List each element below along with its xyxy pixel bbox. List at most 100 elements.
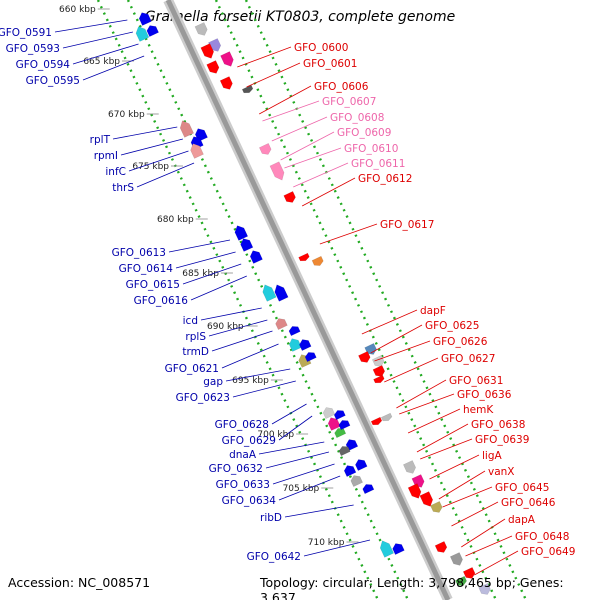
forward-gene-27 [350,475,363,487]
right-leader-line [420,438,473,460]
forward-gene-0 [138,12,152,26]
left-leader-line [168,239,231,253]
right-gene-label: GFO_0636 [457,389,512,401]
forward-gene-14 [288,338,302,352]
left-gene-label: rpmI [94,150,118,162]
backbone [165,0,451,600]
left-gene-label: GFO_0614 [119,263,174,275]
reverse-gene-18 [380,412,393,422]
right-gene-label: GFO_0626 [433,336,488,348]
left-gene-label: GFO_0628 [215,419,269,431]
reverse-gene-2 [220,51,234,67]
kbp-tick-label: 680 kbp [157,215,194,225]
right-leader-line [319,223,378,245]
right-leader-line [429,454,480,480]
forward-gene-17 [304,352,317,363]
kbp-tick-label: 700 kbp [257,430,294,440]
left-leader-line [136,162,195,188]
reverse-gene-26 [462,567,476,579]
reverse-gene-15 [358,351,371,363]
right-gene-label: ligA [482,450,502,462]
forward-gene-11 [274,284,289,302]
right-leader-line [438,470,486,500]
forward-gene-15 [299,339,312,351]
forward-gene-24 [338,446,351,457]
right-leader-line [361,309,418,335]
left-gene-label: GFO_0632 [209,463,263,475]
topology-label: Topology: circular; Length: 3,798,465 bp… [260,575,564,600]
reverse-gene-9 [283,191,296,203]
left-leader-line [190,275,247,301]
forward-gene-30 [392,543,405,555]
left-leader-line [278,415,313,441]
forward-gene-13 [288,326,301,337]
left-leader-line [62,31,134,49]
forward-gene-25 [355,459,368,471]
left-leader-line [284,504,354,518]
forward-gene-6 [190,143,204,159]
reverse-gene-16 [373,374,385,384]
forward-gene-8 [240,238,254,252]
right-gene-label: GFO_0601 [303,58,357,70]
right-leader-line [451,501,499,527]
forward-gene-29 [379,540,394,558]
left-gene-label: rplS [185,331,206,343]
right-leader-line [374,340,431,362]
right-gene-label: vanX [488,466,515,478]
right-gene-label: GFO_0638 [471,419,525,431]
left-leader-line [200,307,262,321]
kbp-tick-label: 660 kbp [59,5,96,15]
left-gene-label: thrS [112,182,134,194]
right-gene-label: GFO_0610 [344,143,398,155]
forward-gene-2 [146,25,159,37]
reverse-gene-23 [430,501,443,513]
reverse-gene-17 [370,416,383,426]
right-gene-label: GFO_0627 [441,353,495,365]
reverse-gene-21 [407,483,422,499]
right-leader-line [293,162,349,188]
reverse-gene-7 [259,143,272,155]
left-gene-label: trmD [182,346,209,358]
left-gene-label: gap [203,376,223,388]
left-leader-line [232,380,296,398]
forward-gene-19 [327,417,341,431]
forward-gene-7 [234,225,249,241]
reverse-gene-25 [449,552,463,566]
left-gene-label: GFO_0613 [112,247,166,259]
reverse-gene-8 [269,161,285,181]
kbp-tick-label: 695 kbp [232,376,269,386]
right-gene-label: hemK [463,404,494,416]
left-gene-label: GFO_0633 [216,479,270,491]
left-gene-label: GFO_0642 [247,551,301,563]
track-line-3 [244,0,528,600]
left-gene-label: GFO_0615 [126,279,180,291]
right-leader-line [262,100,320,122]
left-leader-line [271,403,307,425]
right-leader-line [465,535,513,557]
left-gene-label: dnaA [229,449,257,461]
reverse-gene-20 [411,474,425,488]
left-gene-label: icd [183,315,198,327]
right-leader-line [246,62,301,88]
reverse-gene-24 [434,541,448,553]
forward-gene-21 [333,410,346,421]
right-leader-line [280,131,335,161]
left-gene-label: GFO_0591 [0,27,52,39]
forward-gene-9 [249,250,263,264]
forward-gene-26 [343,465,357,477]
forward-gene-23 [345,439,359,451]
right-gene-label: GFO_0608 [330,112,384,124]
reverse-gene-0 [194,22,208,36]
reverse-gene-19 [402,460,416,474]
right-gene-label: dapF [420,305,446,317]
left-leader-line [120,138,183,156]
left-leader-line [272,463,335,485]
right-leader-line [396,379,447,409]
left-gene-label: GFO_0616 [134,295,189,307]
kbp-tick-label: 690 kbp [207,322,244,332]
left-leader-line [72,43,139,65]
right-leader-line [301,177,356,207]
right-gene-label: GFO_0607 [322,96,376,108]
